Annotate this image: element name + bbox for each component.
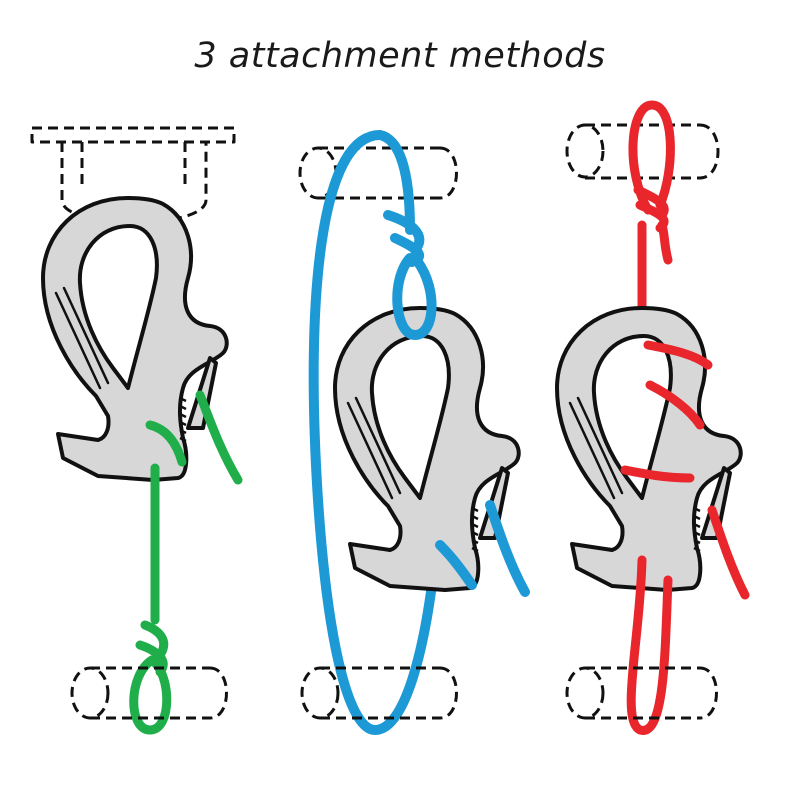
green-cord xyxy=(129,390,243,735)
dashed-rod-top-2 xyxy=(298,146,458,200)
hook-2 xyxy=(333,306,521,592)
method-3-wrap xyxy=(555,100,750,735)
blue-cord-tail xyxy=(435,500,530,597)
dashed-rod-bottom-1 xyxy=(70,666,228,720)
dashed-rod-bottom-2 xyxy=(300,666,458,720)
method-1-bracket-hanging xyxy=(30,126,243,735)
blue-knot xyxy=(383,210,437,340)
red-cord-wraps xyxy=(620,340,750,735)
blue-cord-loop xyxy=(308,130,440,735)
hook-3 xyxy=(555,306,743,592)
dashed-rod-top-3 xyxy=(565,123,720,180)
dashed-rod-bottom-3 xyxy=(565,666,718,720)
diagram-title: 3 attachment methods xyxy=(194,36,606,76)
method-2-loop xyxy=(298,130,530,735)
hook-1 xyxy=(41,196,229,482)
